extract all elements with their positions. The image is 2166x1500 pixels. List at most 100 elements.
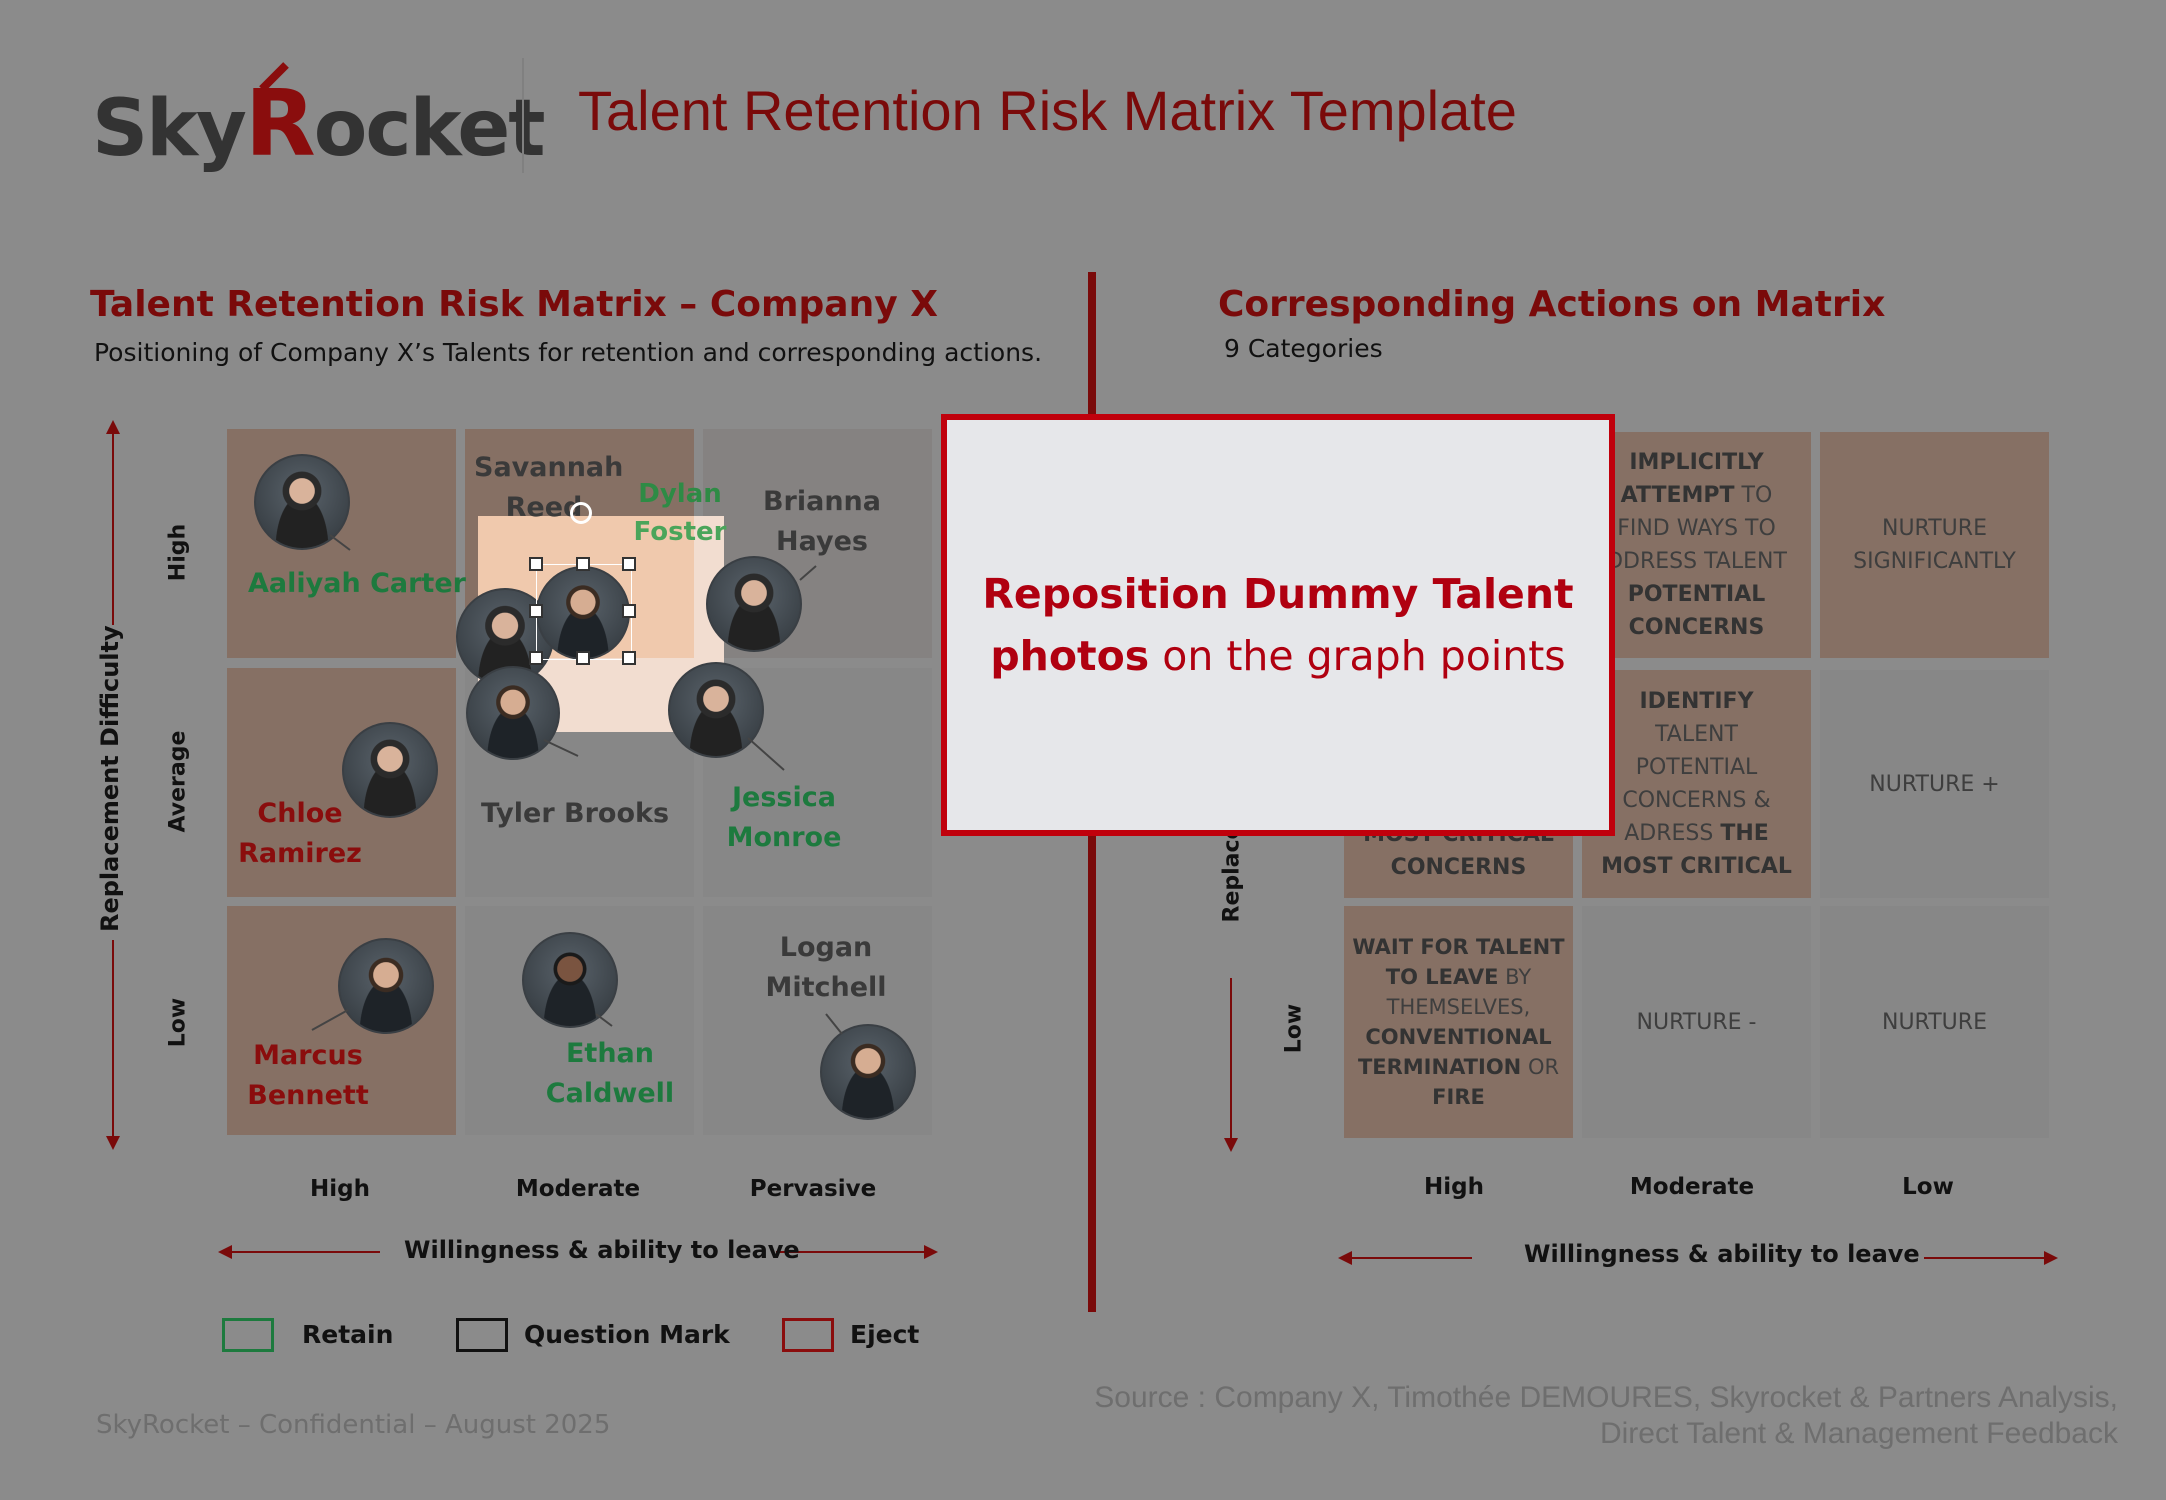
talent-name-jessica-monroe-line2[interactable]: Monroe xyxy=(726,822,842,853)
talent-photo-tyler-brooks[interactable] xyxy=(466,666,560,760)
talent-photo-marcus-bennett[interactable] xyxy=(338,938,434,1034)
left-x-axis-arrows xyxy=(218,1245,938,1259)
resize-handle-ne[interactable] xyxy=(622,557,636,571)
resize-handle-e[interactable] xyxy=(622,604,636,618)
talent-name-savannah-reed-line1[interactable]: Savannah xyxy=(474,452,624,483)
left-y-axis-arrows xyxy=(106,420,120,1150)
action-r3c1-line2b: BY xyxy=(1498,965,1532,989)
leader-marcus xyxy=(311,1009,349,1031)
talent-photo-jessica-monroe[interactable] xyxy=(668,662,764,758)
right-row-label-low: Low xyxy=(1281,1003,1307,1054)
footer-source-line2: Direct Talent & Management Feedback xyxy=(1599,1417,2118,1450)
talent-name-chloe-ramirez-line1[interactable]: Chloe xyxy=(257,798,343,829)
resize-handle-sw[interactable] xyxy=(529,651,543,665)
action-r2c2-line5a: ADRESS xyxy=(1624,821,1721,846)
action-r2c2-line4: CONCERNS & xyxy=(1622,788,1771,813)
talent-photo-aaliyah-carter[interactable] xyxy=(254,454,350,550)
talent-photo-logan-mitchell[interactable] xyxy=(820,1024,916,1120)
right-y-axis-arrow xyxy=(1224,978,1238,1152)
action-cell-r2c2: IDENTIFY TALENT POTENTIAL CONCERNS & ADR… xyxy=(1582,670,1811,898)
right-section-subtitle[interactable]: 9 Categories xyxy=(1224,334,1383,363)
action-r3c1-line2a: TO LEAVE xyxy=(1385,965,1499,989)
leader-jessica xyxy=(747,737,785,771)
action-r2c2-line1: IDENTIFY xyxy=(1639,689,1754,714)
talent-name-ethan-caldwell-line2[interactable]: Caldwell xyxy=(545,1078,675,1109)
talent-name-jessica-monroe-line1[interactable]: Jessica xyxy=(732,782,836,813)
action-r2c1-line2: CONCERNS xyxy=(1390,855,1527,880)
action-cell-r2c3: NURTURE + xyxy=(1820,670,2049,898)
talent-name-dylan-foster-line2[interactable]: Foster xyxy=(633,517,727,547)
talent-name-marcus-bennett-line2[interactable]: Bennett xyxy=(247,1080,369,1111)
talent-name-savannah-reed-line2[interactable]: Reed xyxy=(505,492,583,523)
callout-rest-text: on the graph points xyxy=(1149,632,1566,680)
action-r3c1-line5b: OR xyxy=(1521,1055,1560,1079)
page-title[interactable]: Talent Retention Risk Matrix Template xyxy=(578,79,1517,142)
footer-confidential: SkyRocket – Confidential – August 2025 xyxy=(96,1410,611,1440)
talent-name-logan-mitchell-line1[interactable]: Logan xyxy=(779,932,873,963)
footer-source-line1: Source : Company X, Timothée DEMOURES, S… xyxy=(1094,1381,2118,1414)
logo-text-ocket: ocket xyxy=(313,84,546,174)
instruction-callout[interactable]: Reposition Dummy Talent photos on the gr… xyxy=(941,414,1615,836)
talent-photo-chloe-ramirez[interactable] xyxy=(342,722,438,818)
logo-text-sky: Sky xyxy=(92,84,247,174)
rotate-handle-icon[interactable] xyxy=(570,502,592,524)
leader-aaliyah xyxy=(329,534,351,551)
footer-source: Source : Company X, Timothée DEMOURES, S… xyxy=(1094,1380,2118,1452)
left-section-title[interactable]: Talent Retention Risk Matrix – Company X xyxy=(90,284,938,325)
talent-name-tyler-brooks[interactable]: Tyler Brooks xyxy=(480,798,670,829)
action-r1c2-line3: FIND WAYS TO xyxy=(1617,516,1776,541)
action-r3c1-line3: THEMSELVES, xyxy=(1386,995,1531,1019)
logo-text-r: R xyxy=(244,70,316,177)
action-cell-r3c1: WAIT FOR TALENT TO LEAVE BY THEMSELVES, … xyxy=(1344,906,1573,1138)
action-r1c2-line1: IMPLICITLY xyxy=(1629,450,1764,475)
right-x-axis-title: Willingness & ability to leave xyxy=(1524,1240,1920,1268)
resize-handle-s[interactable] xyxy=(576,651,590,665)
left-col-label-pervasive: Pervasive xyxy=(749,1176,877,1202)
action-cell-r3c2: NURTURE - xyxy=(1582,906,1811,1138)
talent-leader-lines xyxy=(311,534,843,1035)
action-r1c2-line2b: TO xyxy=(1734,483,1773,508)
resize-handle-se[interactable] xyxy=(622,651,636,665)
action-r3c1-line6: FIRE xyxy=(1432,1085,1485,1109)
action-r3c3-text: NURTURE xyxy=(1882,1009,1987,1035)
resize-handle-w[interactable] xyxy=(529,604,543,618)
left-section-subtitle[interactable]: Positioning of Company X’s Talents for r… xyxy=(94,338,1043,367)
legend-swatch-question-mark xyxy=(456,1318,508,1352)
action-r1c2-line5: POTENTIAL xyxy=(1627,582,1766,607)
resize-handle-n[interactable] xyxy=(576,557,590,571)
talent-name-brianna-hayes-line1[interactable]: Brianna xyxy=(762,486,882,517)
callout-bold-photos: photos xyxy=(990,632,1150,680)
talent-name-aaliyah-carter[interactable]: Aaliyah Carter xyxy=(248,568,466,599)
skyrocket-logo: SkyRocket xyxy=(92,60,546,177)
header-divider xyxy=(522,58,524,173)
action-r1c2-line6: CONCERNS xyxy=(1628,615,1765,640)
action-cell-r1c3: NURTURE SIGNIFICANTLY xyxy=(1820,432,2049,658)
talent-name-ethan-caldwell-line1[interactable]: Ethan xyxy=(565,1038,654,1069)
legend-label-retain: Retain xyxy=(302,1320,394,1349)
talent-name-dylan-foster-line1[interactable]: Dylan xyxy=(638,479,722,509)
talent-name-chloe-ramirez-line2[interactable]: Ramirez xyxy=(238,838,362,869)
leader-logan xyxy=(825,1013,843,1035)
legend-label-eject: Eject xyxy=(850,1320,920,1349)
action-r1c2-line2a: ATTEMPT xyxy=(1620,483,1735,508)
action-cell-r1c2: IMPLICITLY ATTEMPT TO FIND WAYS TO DDRES… xyxy=(1582,432,1811,658)
right-col-label-high: High xyxy=(1424,1174,1484,1200)
right-section-title[interactable]: Corresponding Actions on Matrix xyxy=(1218,284,1886,325)
talent-photo-ethan-caldwell[interactable] xyxy=(522,932,618,1028)
right-y-axis-title-partial: Replace xyxy=(1219,824,1245,923)
action-r1c3-line1: NURTURE xyxy=(1882,516,1987,541)
callout-bold-line1: Reposition Dummy Talent xyxy=(982,570,1574,618)
resize-handle-nw[interactable] xyxy=(529,557,543,571)
action-r3c1-line4: CONVENTIONAL xyxy=(1365,1025,1552,1049)
talent-name-logan-mitchell-line2[interactable]: Mitchell xyxy=(765,972,887,1003)
talent-name-marcus-bennett-line1[interactable]: Marcus xyxy=(253,1040,363,1071)
talent-photo-brianna-hayes[interactable] xyxy=(706,556,802,652)
left-x-axis-title: Willingness & ability to leave xyxy=(404,1236,800,1264)
talent-name-brianna-hayes-line2[interactable]: Hayes xyxy=(776,526,868,557)
action-r3c2-text: NURTURE - xyxy=(1636,1009,1757,1035)
action-r2c2-line5b: THE xyxy=(1720,821,1769,846)
leader-tyler xyxy=(543,739,579,757)
leader-ethan xyxy=(595,1013,613,1027)
action-r3c1-line5a: TERMINATION xyxy=(1357,1055,1522,1079)
instruction-callout-text: Reposition Dummy Talent photos on the gr… xyxy=(982,563,1573,687)
